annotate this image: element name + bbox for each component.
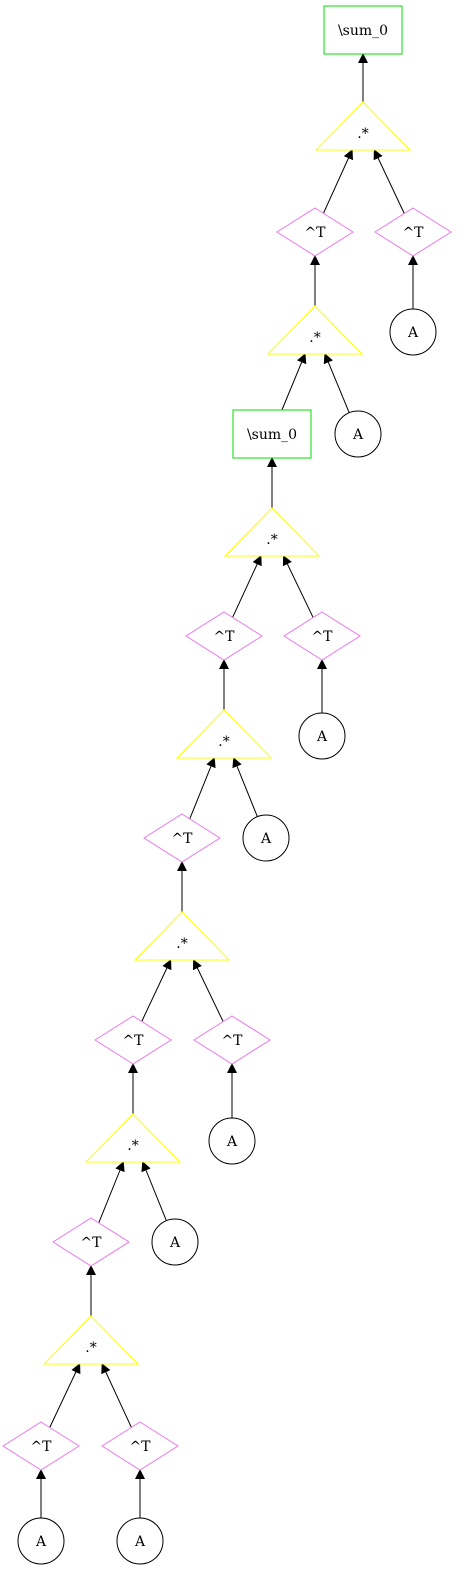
node-n2-triangle: .*: [314, 101, 412, 151]
node-n16-label: .*: [176, 936, 187, 952]
node-n7-label: \sum_0: [247, 427, 297, 443]
node-n16-triangle: .*: [133, 911, 231, 961]
node-n26-circle: A: [17, 1517, 65, 1565]
node-n25-diamond: ^T: [101, 1421, 179, 1471]
node-n24-diamond: ^T: [2, 1421, 80, 1471]
node-n17-diamond: ^T: [94, 1015, 172, 1065]
node-n14-outline: [143, 813, 221, 863]
node-n25-label: ^T: [129, 1439, 151, 1455]
node-n7-box: \sum_0: [232, 409, 312, 459]
node-n23-triangle: .*: [42, 1315, 140, 1365]
node-n17-outline: [94, 1015, 172, 1065]
node-n1-label: \sum_0: [338, 23, 388, 39]
node-n15-label: A: [260, 831, 272, 847]
node-n14-diamond: ^T: [143, 813, 221, 863]
node-n6-label: A: [407, 325, 419, 341]
edge-n25-to-n23: [101, 1363, 132, 1428]
node-n4-outline: [374, 207, 452, 257]
node-n22-label: A: [169, 1235, 181, 1251]
node-n21-outline: [52, 1217, 130, 1267]
node-n20-circle: A: [208, 1117, 256, 1165]
node-n27-circle: A: [116, 1517, 164, 1565]
node-n24-outline: [2, 1421, 80, 1471]
node-n20-outline: [208, 1117, 256, 1165]
node-n26-outline: [17, 1517, 65, 1565]
node-n26-label: A: [35, 1534, 47, 1550]
node-n12-outline: [175, 709, 273, 759]
node-n3-outline: [276, 207, 354, 257]
node-n21-diamond: ^T: [52, 1217, 130, 1267]
node-n5-triangle: .*: [266, 305, 364, 355]
node-n23-label: .*: [85, 1340, 96, 1356]
node-n8-outline: [334, 410, 382, 458]
node-n27-label: A: [134, 1534, 146, 1550]
node-n10-label: ^T: [213, 629, 235, 645]
node-n13-circle: A: [298, 712, 346, 760]
node-n17-label: ^T: [122, 1033, 144, 1049]
node-n9-label: .*: [266, 532, 277, 548]
node-n9-triangle: .*: [223, 507, 321, 557]
node-n5-outline: [266, 305, 364, 355]
node-n14-label: ^T: [171, 831, 193, 847]
node-n22-circle: A: [151, 1218, 199, 1266]
node-n5-label: .*: [309, 330, 320, 346]
node-n18-label: ^T: [221, 1033, 243, 1049]
node-n25-outline: [101, 1421, 179, 1471]
edge-n18-to-n16: [192, 959, 224, 1022]
node-n23-outline: [42, 1315, 140, 1365]
node-n2-label: .*: [357, 126, 368, 142]
node-n12-label: .*: [218, 734, 229, 750]
node-n16-outline: [133, 911, 231, 961]
node-n3-diamond: ^T: [276, 207, 354, 257]
edge-n21-to-n19: [98, 1161, 125, 1224]
node-n7-outline: [232, 409, 312, 459]
edge-n14-to-n12: [189, 757, 216, 820]
edge-n10-to-n9: [232, 555, 262, 618]
node-n18-diamond: ^T: [193, 1015, 271, 1065]
node-n1-box: \sum_0: [323, 5, 403, 55]
node-n4-diamond: ^T: [374, 207, 452, 257]
node-n10-outline: [185, 611, 263, 661]
edge-n4-to-n2: [373, 149, 405, 214]
node-n8-circle: A: [334, 410, 382, 458]
node-n8-label: A: [352, 427, 364, 443]
node-n11-diamond: ^T: [283, 611, 361, 661]
edge-n24-to-n23: [49, 1363, 81, 1428]
node-n12-triangle: .*: [175, 709, 273, 759]
node-n18-outline: [193, 1015, 271, 1065]
node-n19-triangle: .*: [84, 1113, 182, 1163]
node-n10-diamond: ^T: [185, 611, 263, 661]
node-n13-outline: [298, 712, 346, 760]
node-n9-outline: [223, 507, 321, 557]
node-n19-label: .*: [127, 1138, 138, 1154]
node-n4-label: ^T: [402, 225, 424, 241]
edge-n15-to-n12: [232, 757, 258, 817]
node-n11-outline: [283, 611, 361, 661]
edge-n11-to-n9: [282, 555, 314, 618]
node-n6-outline: [389, 308, 437, 356]
node-n22-outline: [151, 1218, 199, 1266]
node-n3-label: ^T: [304, 225, 326, 241]
edges-layer: [36, 53, 418, 1518]
edge-n7-to-n5: [281, 353, 307, 411]
node-n6-circle: A: [389, 308, 437, 356]
node-n15-outline: [242, 814, 290, 862]
node-n2-outline: [314, 101, 412, 151]
node-n24-label: ^T: [30, 1439, 52, 1455]
node-n20-label: A: [226, 1134, 238, 1150]
node-n11-label: ^T: [311, 629, 333, 645]
node-n13-label: A: [316, 729, 328, 745]
edge-n22-to-n19: [141, 1161, 167, 1221]
node-n15-circle: A: [242, 814, 290, 862]
edge-n8-to-n5: [323, 353, 350, 413]
node-n21-label: ^T: [80, 1235, 102, 1251]
node-n1-outline: [323, 5, 403, 55]
node-n27-outline: [116, 1517, 164, 1565]
edge-n3-to-n2: [322, 149, 353, 214]
edge-n17-to-n16: [141, 959, 172, 1022]
node-n19-outline: [84, 1113, 182, 1163]
